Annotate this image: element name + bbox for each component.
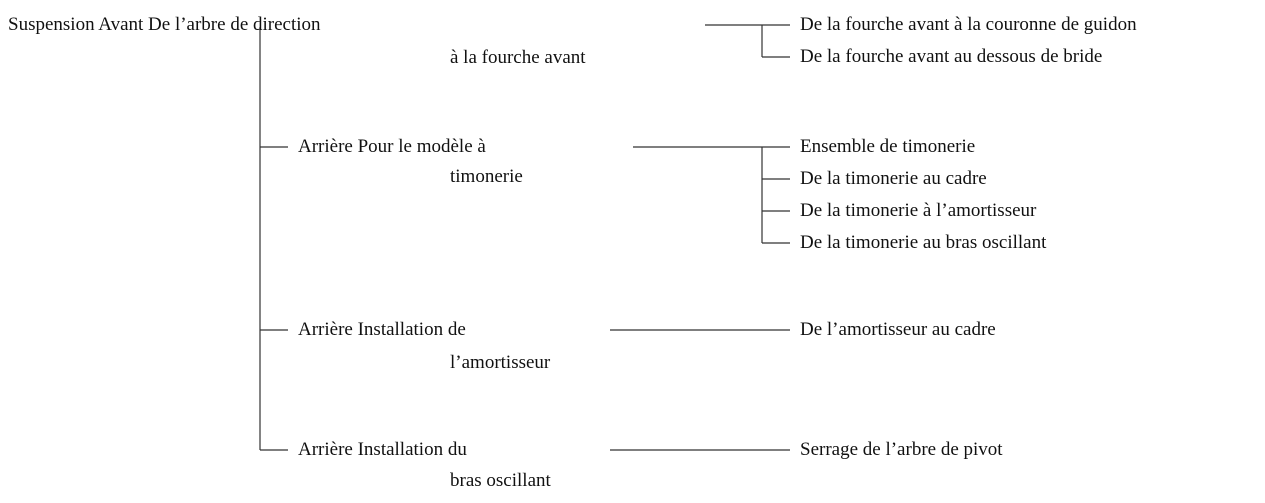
branch-2-leaf-3: De la timonerie à l’amortisseur <box>800 200 1037 221</box>
branch-1-label: à la fourche avant <box>450 47 586 68</box>
branch-4-leaf-1: Serrage de l’arbre de pivot <box>800 439 1003 460</box>
branch-4-label-line-2: bras oscillant <box>450 470 551 491</box>
branch-1-leaf-2: De la fourche avant au dessous de bride <box>800 46 1103 67</box>
branch-2-leaf-2: De la timonerie au cadre <box>800 168 987 189</box>
branch-2-leaf-4: De la timonerie au bras oscillant <box>800 232 1047 253</box>
branch-2-leaf-1: Ensemble de timonerie <box>800 136 976 157</box>
branch-3-label-line-1: Arrière Installation de <box>298 319 466 340</box>
branch-1-leaf-1: De la fourche avant à la couronne de gui… <box>800 14 1137 35</box>
root-label: Suspension Avant De l’arbre de direction <box>8 14 321 35</box>
branch-2-label-line-1: Arrière Pour le modèle à <box>298 136 486 157</box>
branch-3-label-line-2: l’amortisseur <box>450 352 551 373</box>
branch-2-label-line-2: timonerie <box>450 166 523 187</box>
branch-3-leaf-1: De l’amortisseur au cadre <box>800 319 996 340</box>
branch-4-label-line-1: Arrière Installation du <box>298 439 467 460</box>
